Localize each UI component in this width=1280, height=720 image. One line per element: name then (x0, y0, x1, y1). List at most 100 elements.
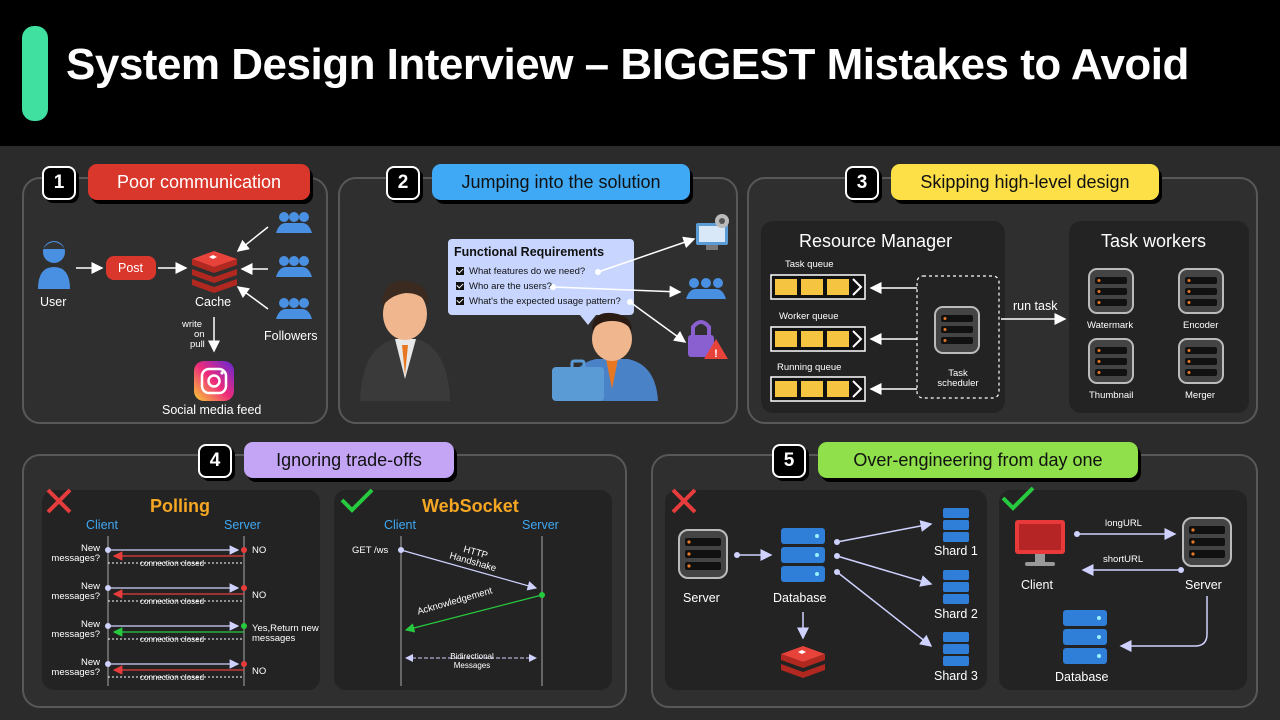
shard-2-label: Shard 2 (934, 607, 978, 621)
polling-server-label: Server (224, 518, 261, 532)
panel1-diagram (38, 212, 312, 401)
new-messages-4: New messages? (51, 657, 100, 678)
closed-2: connection closed (140, 597, 205, 606)
cache-label: Cache (195, 295, 232, 309)
panel-ignoring-trade-offs: Polling WebSocket Client Server Client S… (22, 454, 627, 708)
task-queue-icon (770, 274, 866, 300)
websocket-box (334, 490, 612, 690)
yes-return: Yes,Return new messages (252, 623, 319, 644)
pull-label: pull (190, 339, 205, 350)
pill-jumping-into-solution: Jumping into the solution (432, 164, 690, 200)
req-item-1: What features do we need? (456, 266, 585, 277)
running-queue-label: Running queue (777, 362, 842, 373)
closed-1: connection closed (140, 559, 205, 568)
run-task-label: run task (1013, 299, 1058, 313)
client-monitor-icon (1015, 520, 1065, 566)
checkbox-icon (456, 282, 464, 291)
user-icon (38, 241, 70, 289)
server-icon (678, 529, 728, 579)
shard-2-icon (943, 570, 969, 604)
worker-queue-label: Worker queue (779, 311, 839, 322)
redis-cache-icon (781, 646, 825, 678)
write-label: write (182, 319, 203, 330)
task-workers-title: Task workers (1101, 231, 1207, 251)
svg-text:!: ! (714, 348, 718, 360)
database-2-label: Database (1055, 670, 1109, 684)
computer-settings-icon (696, 214, 729, 250)
req-item-2: Who are the users? (456, 281, 552, 292)
green-check-icon (1001, 486, 1035, 511)
panel3-diagram (770, 268, 1224, 402)
get-ws-label: GET /ws (352, 545, 389, 556)
short-url-label: shortURL (1103, 554, 1144, 565)
user-label: User (40, 295, 67, 309)
thumbnail-label: Thumbnail (1089, 390, 1134, 401)
worker-queue-icon (770, 326, 866, 352)
polling-client-label: Client (86, 518, 118, 532)
panel-skipping-high-level-design: Resource Manager Task workers Task queue… (747, 177, 1258, 424)
closed-4: connection closed (140, 673, 205, 682)
feed-label: Social media feed (162, 403, 262, 417)
polling-title: Polling (150, 496, 210, 516)
red-x-icon (671, 488, 697, 514)
server-icon-2 (1182, 517, 1232, 567)
badge-3: 3 (845, 166, 879, 200)
websocket-title: WebSocket (422, 496, 519, 516)
ws-server-label: Server (522, 518, 559, 532)
merger-server-icon (1178, 338, 1224, 384)
task-scheduler-label: Task scheduler (937, 368, 979, 389)
page-title: System Design Interview – BIGGEST Mistak… (66, 40, 1189, 89)
badge-4: 4 (198, 444, 232, 478)
running-queue-icon (770, 376, 866, 402)
server-label: Server (683, 591, 720, 605)
functional-requirements-title: Functional Requirements (454, 245, 605, 259)
polling-box (42, 490, 320, 690)
server-2-label: Server (1185, 578, 1222, 592)
polling-exchanges (105, 545, 247, 678)
new-messages-2: New messages? (51, 581, 100, 602)
redis-cache-icon (192, 251, 237, 293)
on-label: on (194, 329, 205, 340)
client-label: Client (1021, 578, 1053, 592)
closed-3: connection closed (140, 635, 205, 644)
pill-ignoring-trade-offs: Ignoring trade-offs (244, 442, 454, 478)
long-url-label: longURL (1105, 518, 1142, 529)
shard-1-label: Shard 1 (934, 544, 978, 558)
pill-over-engineering: Over-engineering from day one (818, 442, 1138, 478)
lock-warning-icon: ! (688, 320, 728, 360)
database-icon-2 (1063, 610, 1107, 664)
badge-5: 5 (772, 444, 806, 478)
panel-poor-communication: User Post Cache Followers write on pull … (22, 177, 328, 424)
red-x-icon (46, 488, 72, 514)
encoder-label: Encoder (1183, 320, 1219, 331)
database-label: Database (773, 591, 827, 605)
panel-over-engineering: Server Database Shard 1 Shard 2 Shard 3 … (651, 454, 1258, 708)
instagram-icon (194, 361, 234, 401)
shard-3-icon (943, 632, 969, 666)
header: System Design Interview – BIGGEST Mistak… (0, 0, 1280, 146)
panel5-diagram (671, 486, 1232, 678)
req-item-3: What's the expected usage pattern? (456, 296, 621, 307)
accent-bar (22, 26, 48, 121)
new-messages-3: New messages? (51, 619, 100, 640)
task-queue-label: Task queue (785, 259, 834, 270)
followers-icons (276, 212, 312, 319)
database-icon (781, 528, 825, 582)
no-4: NO (252, 666, 267, 677)
ws-client-label: Client (384, 518, 416, 532)
watermark-label: Watermark (1087, 320, 1134, 331)
websocket-exchanges (398, 547, 545, 662)
shard-1-icon (943, 508, 969, 542)
panel4-diagram (46, 488, 545, 686)
no-2: NO (252, 590, 267, 601)
checkbox-icon (456, 297, 464, 306)
watermark-server-icon (1088, 268, 1134, 314)
person-with-briefcase-icon (552, 312, 658, 401)
over-engineered-box (665, 490, 987, 690)
encoder-server-icon (1178, 268, 1224, 314)
pill-poor-communication: Poor communication (88, 164, 310, 200)
badge-2: 2 (386, 166, 420, 200)
bidirectional-label: Bidirectional Messages (450, 652, 494, 670)
merger-label: Merger (1185, 390, 1216, 401)
users-group-icon (686, 278, 726, 299)
